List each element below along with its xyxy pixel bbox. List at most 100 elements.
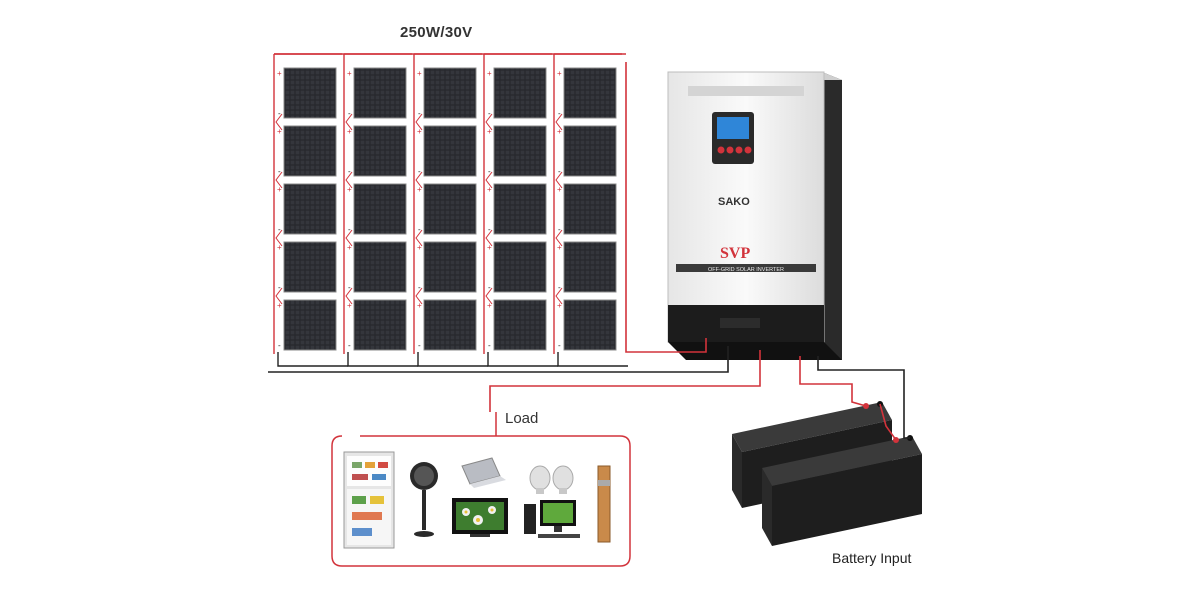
solar-panel: +- — [417, 125, 477, 177]
series-link — [345, 113, 353, 131]
wiring — [273, 53, 628, 367]
tv-icon — [452, 498, 508, 537]
load-box — [331, 412, 631, 567]
negative-terminal: - — [348, 283, 351, 292]
solar-panel: +- — [347, 67, 407, 119]
series-link — [485, 287, 493, 305]
series-link — [485, 229, 493, 247]
control-button[interactable] — [744, 146, 752, 154]
negative-terminal: - — [488, 283, 491, 292]
laptop-icon — [461, 457, 506, 488]
battery-input-label: Battery Input — [832, 550, 912, 566]
series-link — [275, 171, 283, 189]
series-link — [415, 287, 423, 305]
desktop-computer-icon — [524, 500, 580, 538]
series-link — [555, 229, 563, 247]
positive-terminal: + — [557, 185, 562, 194]
negative-terminal: - — [418, 225, 421, 234]
solar-panel: +- — [557, 299, 617, 351]
solar-panel: +- — [417, 299, 477, 351]
negative-terminal: - — [558, 341, 561, 350]
series-link — [415, 229, 423, 247]
inverter-brand: SAKO — [718, 196, 750, 208]
bottom-bus-wire — [347, 352, 418, 367]
positive-terminal: + — [277, 301, 282, 310]
negative-terminal: - — [278, 341, 281, 350]
inverter-model-logo: SVP — [720, 245, 750, 262]
solar-panel: +- — [347, 183, 407, 235]
positive-terminal: + — [417, 127, 422, 136]
positive-terminal: + — [347, 127, 352, 136]
positive-terminal: + — [557, 243, 562, 252]
positive-terminal: + — [487, 69, 492, 78]
series-link — [275, 287, 283, 305]
series-link — [275, 113, 283, 131]
lcd-screen — [717, 117, 749, 139]
solar-panel: +- — [557, 67, 617, 119]
solar-panel: +- — [417, 183, 477, 235]
solar-panel: +- — [417, 241, 477, 293]
positive-terminal: + — [277, 69, 282, 78]
solar-panel: +- — [277, 299, 337, 351]
inverter-subtitle: OFF-GRID SOLAR INVERTER — [708, 267, 784, 273]
solar-panel: +- — [347, 299, 407, 351]
series-link — [555, 171, 563, 189]
control-button[interactable] — [726, 146, 734, 154]
solar-panel: +- — [347, 125, 407, 177]
series-link — [345, 287, 353, 305]
series-link — [415, 113, 423, 131]
negative-terminal: - — [558, 225, 561, 234]
control-button[interactable] — [717, 146, 725, 154]
positive-terminal: + — [347, 243, 352, 252]
bottom-bus-wire — [277, 352, 348, 367]
solar-panel: +- — [487, 67, 547, 119]
bulbs-icon — [529, 465, 574, 494]
series-link — [345, 171, 353, 189]
series-link — [345, 229, 353, 247]
fan-icon — [410, 462, 438, 537]
battery — [762, 435, 922, 546]
positive-terminal: + — [557, 69, 562, 78]
series-link — [485, 171, 493, 189]
negative-terminal: - — [348, 109, 351, 118]
negative-terminal: - — [418, 283, 421, 292]
negative-terminal: - — [488, 341, 491, 350]
negative-terminal: - — [418, 341, 421, 350]
solar-panel: +- — [557, 183, 617, 235]
positive-terminal: + — [487, 185, 492, 194]
positive-terminal: + — [277, 243, 282, 252]
negative-terminal: - — [558, 167, 561, 176]
bottom-bus-wire — [557, 352, 628, 367]
negative-terminal: - — [278, 167, 281, 176]
positive-terminal: + — [347, 301, 352, 310]
vent-grille — [688, 86, 804, 96]
solar-panel: +- — [557, 241, 617, 293]
positive-terminal: + — [417, 185, 422, 194]
panel-rating-label: 250W/30V — [400, 24, 473, 41]
positive-terminal: + — [487, 243, 492, 252]
negative-terminal: - — [558, 109, 561, 118]
inverter: SAKO SVP OFF-GRID SOLAR INVERTER — [667, 71, 842, 360]
positive-terminal: + — [347, 69, 352, 78]
series-link — [275, 229, 283, 247]
negative-terminal: - — [558, 283, 561, 292]
negative-terminal: - — [488, 167, 491, 176]
solar-panel: +- — [277, 125, 337, 177]
main-wiring — [268, 62, 910, 441]
positive-terminal: + — [417, 69, 422, 78]
solar-panel: +- — [347, 241, 407, 293]
solar-panel: +- — [277, 67, 337, 119]
positive-terminal: + — [417, 243, 422, 252]
series-link — [485, 113, 493, 131]
solar-panel: +- — [487, 183, 547, 235]
solar-panel: +- — [487, 125, 547, 177]
pump-icon — [597, 465, 611, 543]
control-button[interactable] — [735, 146, 743, 154]
refrigerator-icon — [343, 451, 395, 549]
negative-terminal: - — [488, 225, 491, 234]
series-link — [415, 171, 423, 189]
negative-terminal: - — [348, 167, 351, 176]
solar-panel: +- — [557, 125, 617, 177]
positive-terminal: + — [487, 127, 492, 136]
